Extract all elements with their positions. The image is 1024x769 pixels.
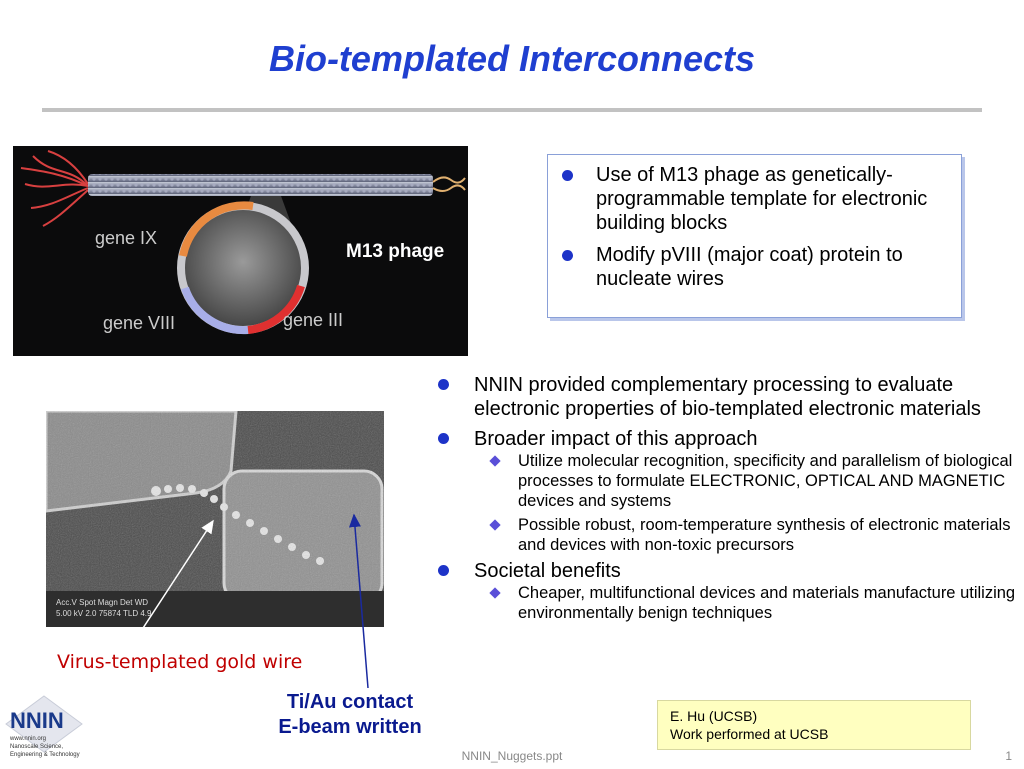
m13-phage-image: gene IX gene VIII gene III [13,146,468,356]
sub-bullet: Cheaper, multifunctional devices and mat… [436,583,1022,623]
main-bullet: Societal benefits [436,559,1022,583]
sub-bullet-text: Utilize molecular recognition, specifici… [518,452,1013,510]
diamond-bullet-icon [489,519,501,531]
credit-note: E. Hu (UCSB) Work performed at UCSB [657,700,971,750]
main-bullet-list: NNIN provided complementary processing t… [436,373,1022,627]
main-bullet-text: Societal benefits [474,560,621,582]
sem-info-line2: 5.00 kV 2.0 75874 TLD 4.9 [56,609,152,618]
bullet-dot-icon [438,565,449,576]
gene-iii-segment [247,284,305,334]
logo-line: www.nnin.org [9,736,46,742]
logo-line: Engineering & Technology [10,752,80,758]
sub-bullet: Utilize molecular recognition, specifici… [436,451,1022,511]
diamond-bullet-icon [489,455,501,467]
box-bullet-text: Modify pVIII (major coat) protein to nuc… [596,244,903,290]
footer-filename: NNIN_Nuggets.ppt [461,749,563,763]
bullet-dot-icon [438,379,449,390]
box-bullet: Modify pVIII (major coat) protein to nuc… [562,243,953,291]
logo-diamond-icon [5,695,83,753]
contact-caption-line1: Ti/Au contact [286,691,414,713]
title-divider [42,108,982,112]
sub-bullet-text: Cheaper, multifunctional devices and mat… [518,584,1016,622]
credit-line1: E. Hu (UCSB) [670,708,758,724]
tail-fibers-right [432,176,466,192]
credit-line2: Work performed at UCSB [670,726,829,742]
virus-wire-caption: Virus-templated gold wire [57,651,303,673]
main-bullet: Broader impact of this approach [436,427,1022,451]
slide-title: Bio-templated Interconnects [268,38,756,79]
gene-ix-label: gene IX [95,228,157,248]
sub-bullet: Possible robust, room-temperature synthe… [436,515,1022,555]
nnin-logo-graphic: NNIN www.nnin.org Nanoscale Science, Eng… [5,695,83,758]
diamond-bullet-icon [489,587,501,599]
bullet-dot-icon [438,433,449,444]
contact-caption-line2: E-beam written [278,716,422,738]
tail-fibers-left [20,150,89,227]
sem-info-line1: Acc.V Spot Magn Det WD [56,598,148,607]
nnin-logo: NNIN www.nnin.org Nanoscale Science, Eng… [4,694,114,764]
sub-bullet-text: Possible robust, room-temperature synthe… [518,516,1011,554]
m13-phage-label: M13 phage [346,241,445,262]
genome-lens [181,206,305,330]
gene-ix-segment [179,201,254,257]
bullet-dot-icon [562,170,573,181]
phage-description-box: Use of M13 phage as genetically-programm… [547,154,962,318]
bullet-dot-icon [562,250,573,261]
box-bullet: Use of M13 phage as genetically-programm… [562,163,953,235]
gene-viii-segment [181,286,249,335]
sem-illustration: Acc.V Spot Magn Det WD 5.00 kV 2.0 75874… [46,411,384,627]
phage-rod [88,174,433,196]
gene-viii-label: gene VIII [103,313,175,333]
page-number: 1 [1005,749,1012,763]
box-bullet-text: Use of M13 phage as genetically-programm… [596,164,928,234]
logo-line: Nanoscale Science, [10,744,63,750]
contact-caption: Ti/Au contact E-beam written [255,690,445,740]
gene-iii-label: gene III [283,310,343,330]
main-bullet-text: Broader impact of this approach [474,428,758,450]
m13-phage-illustration: gene IX gene VIII gene III [20,150,466,335]
main-bullet: NNIN provided complementary processing t… [436,373,1022,421]
sem-micrograph: Acc.V Spot Magn Det WD 5.00 kV 2.0 75874… [46,411,384,627]
logo-wordmark: NNIN [10,708,64,733]
main-bullet-text: NNIN provided complementary processing t… [474,374,981,420]
